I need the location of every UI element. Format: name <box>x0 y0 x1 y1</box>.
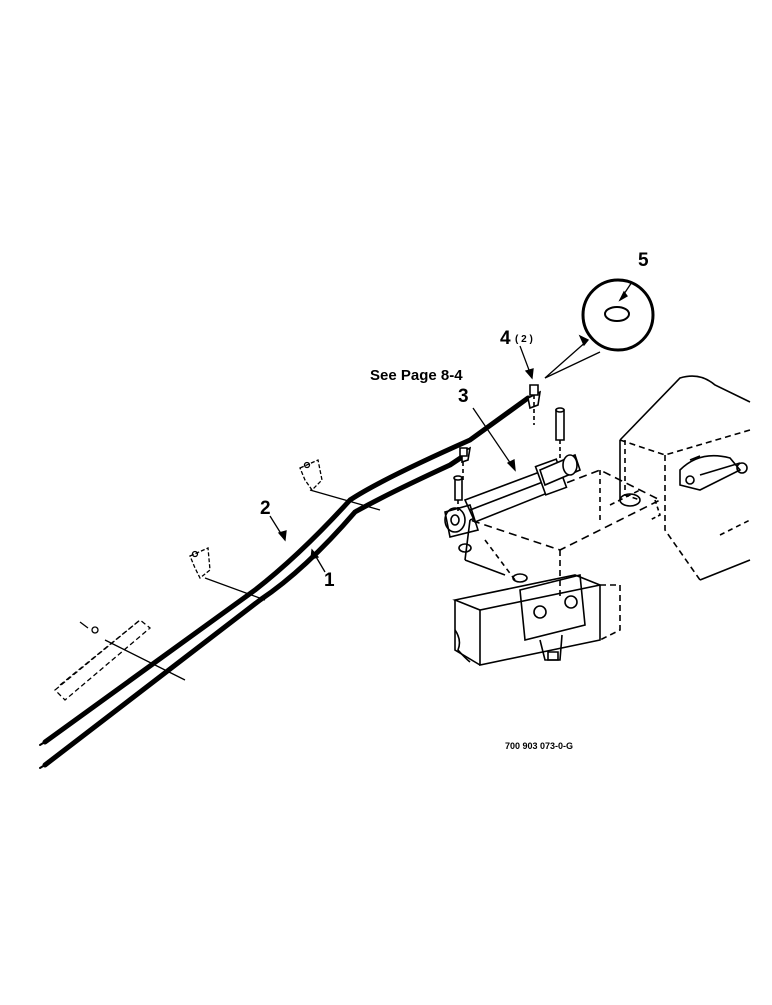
hose-1 <box>45 455 465 765</box>
callout-item-4: 4 <box>500 328 511 349</box>
detail-view-circle <box>583 280 653 350</box>
hose-2 <box>45 398 528 742</box>
hose-clamps <box>55 460 380 700</box>
leader-lines <box>270 282 632 572</box>
callout-item-5: 5 <box>638 250 649 271</box>
callout-item-2: 2 <box>260 498 271 519</box>
hoses <box>40 398 528 768</box>
hydraulic-cylinder <box>445 408 580 537</box>
callout-item-1: 1 <box>324 570 335 591</box>
drawing-number: 700 903 073-0-G <box>505 741 574 751</box>
see-page-reference: See Page 8-4 <box>370 367 463 384</box>
callout-item-4-quantity: ( 2 ) <box>515 334 533 345</box>
fittings <box>460 385 540 480</box>
callout-item-3: 3 <box>458 386 469 407</box>
